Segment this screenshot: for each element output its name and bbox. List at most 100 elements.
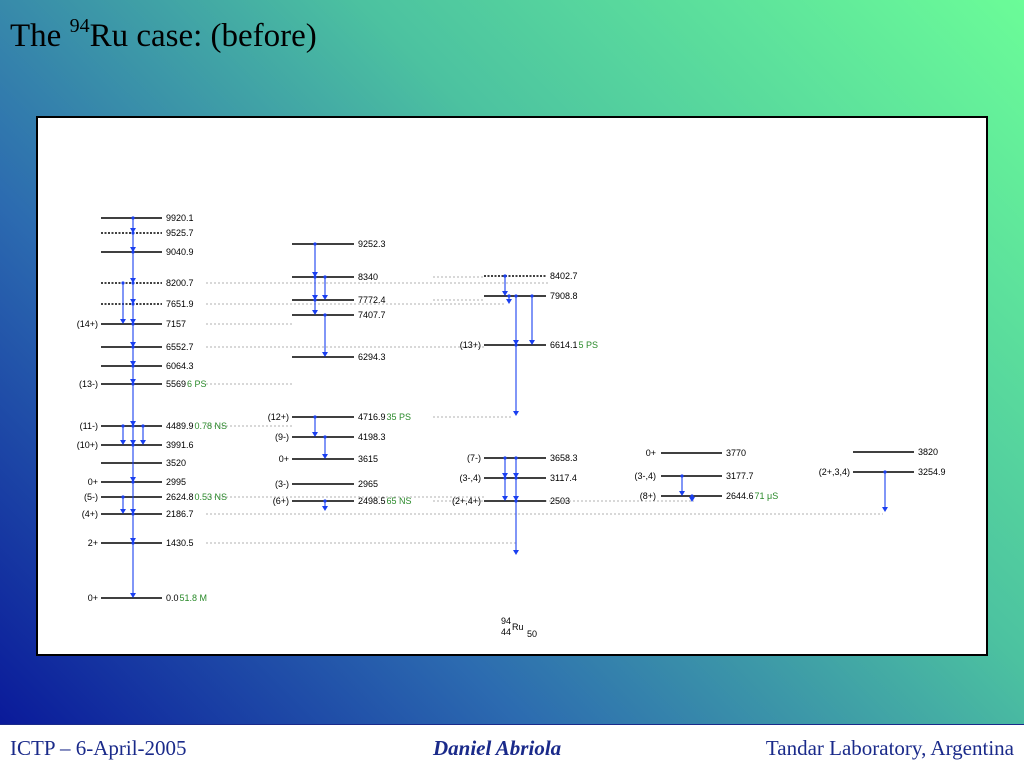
transition-arrowhead: [312, 310, 318, 315]
transition-arrowhead: [130, 342, 136, 347]
transition-origin-dot: [131, 382, 135, 386]
level-spin-label: (3-,4): [634, 471, 656, 481]
transition-origin-dot: [503, 476, 507, 480]
level-energy-label: 9920.1: [166, 213, 194, 223]
level-energy-label: 9525.7: [166, 228, 194, 238]
level-lifetime-label: 0.78 NS: [195, 421, 228, 431]
transition-arrowhead: [322, 506, 328, 511]
level-spin-label: (4+): [82, 509, 98, 519]
level-energy-label: 1430.5: [166, 538, 194, 548]
level-energy-label: 3117.4: [550, 473, 577, 483]
transition-origin-dot: [323, 313, 327, 317]
level-spin-label: 0+: [279, 454, 289, 464]
transition-origin-dot: [690, 494, 694, 498]
transition-origin-dot: [507, 294, 511, 298]
level-energy-label: 4489.9: [166, 421, 194, 431]
transition-arrowhead: [322, 454, 328, 459]
transition-arrowhead: [689, 497, 695, 502]
nucleus-proton-number: 44: [501, 627, 511, 637]
transition-origin-dot: [313, 415, 317, 419]
level-energy-label: 6552.7: [166, 342, 194, 352]
transition-origin-dot: [131, 364, 135, 368]
footer-author: Daniel Abriola: [433, 736, 562, 760]
transition-origin-dot: [514, 456, 518, 460]
transition-origin-dot: [131, 281, 135, 285]
level-spin-label: 0+: [88, 477, 98, 487]
transition-arrowhead: [120, 319, 126, 324]
nucleus-mass-number: 94: [501, 616, 511, 626]
transition-arrowhead: [322, 295, 328, 300]
level-energy-label: 6064.3: [166, 361, 194, 371]
transition-arrowhead: [513, 340, 519, 345]
transition-origin-dot: [313, 242, 317, 246]
transition-arrowhead: [130, 477, 136, 482]
transition-arrowhead: [513, 496, 519, 501]
level-spin-label: (10+): [77, 440, 98, 450]
transition-origin-dot: [514, 343, 518, 347]
transition-origin-dot: [131, 302, 135, 306]
level-spin-label: (6+): [273, 496, 289, 506]
transition-arrowhead: [882, 507, 888, 512]
level-energy-label: 0.0: [166, 593, 179, 603]
level-lifetime-label: 71 μS: [755, 491, 779, 501]
level-energy-label: 7157: [166, 319, 186, 329]
level-spin-label: 0+: [646, 448, 656, 458]
level-energy-label: 7772.4: [358, 295, 386, 305]
title-mass-number: 94: [69, 15, 90, 37]
level-spin-label: 0+: [88, 593, 98, 603]
level-energy-label: 3254.9: [918, 467, 946, 477]
transition-arrowhead: [140, 440, 146, 445]
level-energy-label: 6294.3: [358, 352, 386, 362]
transition-origin-dot: [503, 274, 507, 278]
level-spin-label: (13+): [460, 340, 481, 350]
transition-origin-dot: [514, 499, 518, 503]
slide-title: The 94Ru case: (before): [10, 15, 317, 55]
transition-arrowhead: [130, 228, 136, 233]
level-energy-label: 4716.9: [358, 412, 386, 422]
level-lifetime-label: 5 PS: [579, 340, 599, 350]
level-lifetime-label: 0.53 NS: [195, 492, 228, 502]
transition-arrowhead: [130, 421, 136, 426]
transition-origin-dot: [323, 275, 327, 279]
level-energy-label: 3658.3: [550, 453, 578, 463]
level-energy-label: 9040.9: [166, 247, 194, 257]
transition-origin-dot: [514, 476, 518, 480]
footer-venue-date: ICTP – 6-April-2005: [10, 736, 187, 760]
level-energy-label: 9252.3: [358, 239, 386, 249]
transition-origin-dot: [313, 298, 317, 302]
transition-origin-dot: [131, 322, 135, 326]
transition-arrowhead: [130, 538, 136, 543]
level-energy-label: 3770: [726, 448, 746, 458]
transition-origin-dot: [131, 424, 135, 428]
transition-arrowhead: [130, 278, 136, 283]
level-spin-label: (3-,4): [459, 473, 481, 483]
title-prefix: The: [10, 18, 70, 54]
title-suffix: Ru case: (before): [89, 18, 317, 54]
transition-arrowhead: [502, 473, 508, 478]
level-spin-label: (3-): [275, 479, 289, 489]
transition-arrowhead: [513, 550, 519, 555]
transition-origin-dot: [680, 474, 684, 478]
transition-arrowhead: [120, 509, 126, 514]
transition-origin-dot: [131, 541, 135, 545]
level-energy-label: 4198.3: [358, 432, 386, 442]
level-energy-label: 8200.7: [166, 278, 194, 288]
level-spin-label: 2+: [88, 538, 98, 548]
transition-origin-dot: [121, 495, 125, 499]
transition-arrowhead: [130, 379, 136, 384]
transition-arrowhead: [529, 340, 535, 345]
transition-arrowhead: [130, 509, 136, 514]
transition-arrowhead: [312, 432, 318, 437]
level-energy-label: 2995: [166, 477, 186, 487]
transition-origin-dot: [121, 281, 125, 285]
level-lifetime-label: 6 PS: [187, 379, 207, 389]
level-scheme-diagram: 9920.19525.79040.98200.77651.97157(14+)6…: [77, 213, 946, 639]
level-energy-label: 7407.7: [358, 310, 386, 320]
level-energy-label: 2965: [358, 479, 378, 489]
level-spin-label: (8+): [640, 491, 656, 501]
level-energy-label: 3991.6: [166, 440, 194, 450]
level-energy-label: 5569: [166, 379, 186, 389]
level-energy-label: 2624.8: [166, 492, 194, 502]
nucleus-label: 94 44 Ru 50: [501, 616, 537, 639]
